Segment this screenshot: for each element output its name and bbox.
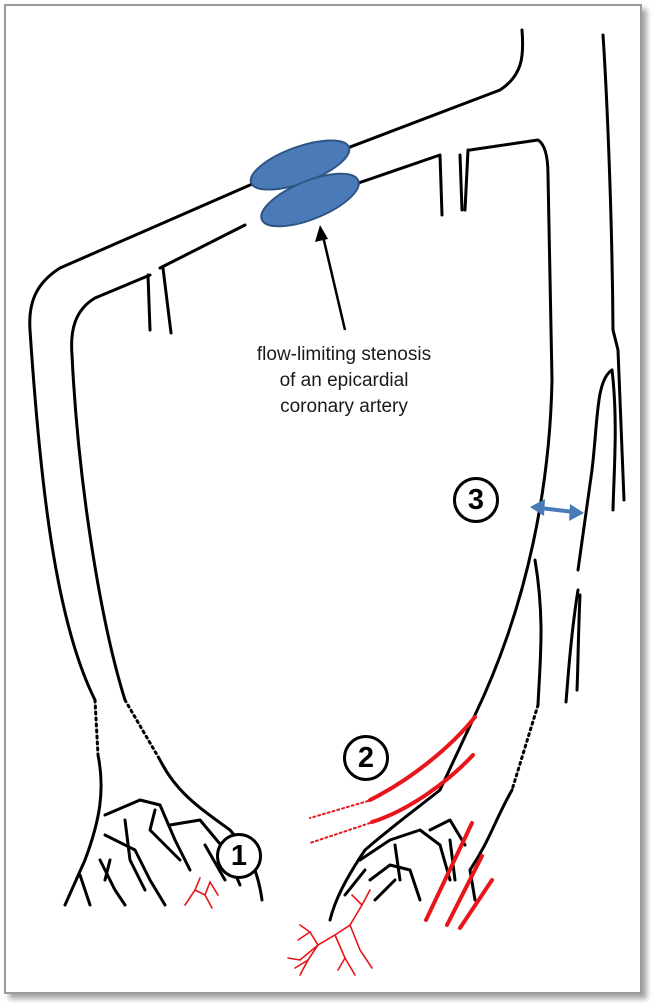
- marker-2: 2: [343, 735, 389, 781]
- stenosis: [245, 130, 365, 237]
- left-branch-inner: [72, 275, 150, 700]
- marker-1: 1: [216, 833, 262, 879]
- annotation-line-1: flow-limiting stenosis: [228, 342, 460, 368]
- annotation-line-3: coronary artery: [228, 394, 460, 420]
- marker-3: 3: [453, 477, 499, 523]
- far-right-vessel: [603, 35, 624, 500]
- affected-microvessels: [185, 878, 372, 975]
- pointer-arrow-icon: [315, 225, 345, 330]
- annotation-line-2: of an epicardial: [228, 368, 460, 394]
- stenosis-annotation: flow-limiting stenosis of an epicardial …: [228, 342, 460, 420]
